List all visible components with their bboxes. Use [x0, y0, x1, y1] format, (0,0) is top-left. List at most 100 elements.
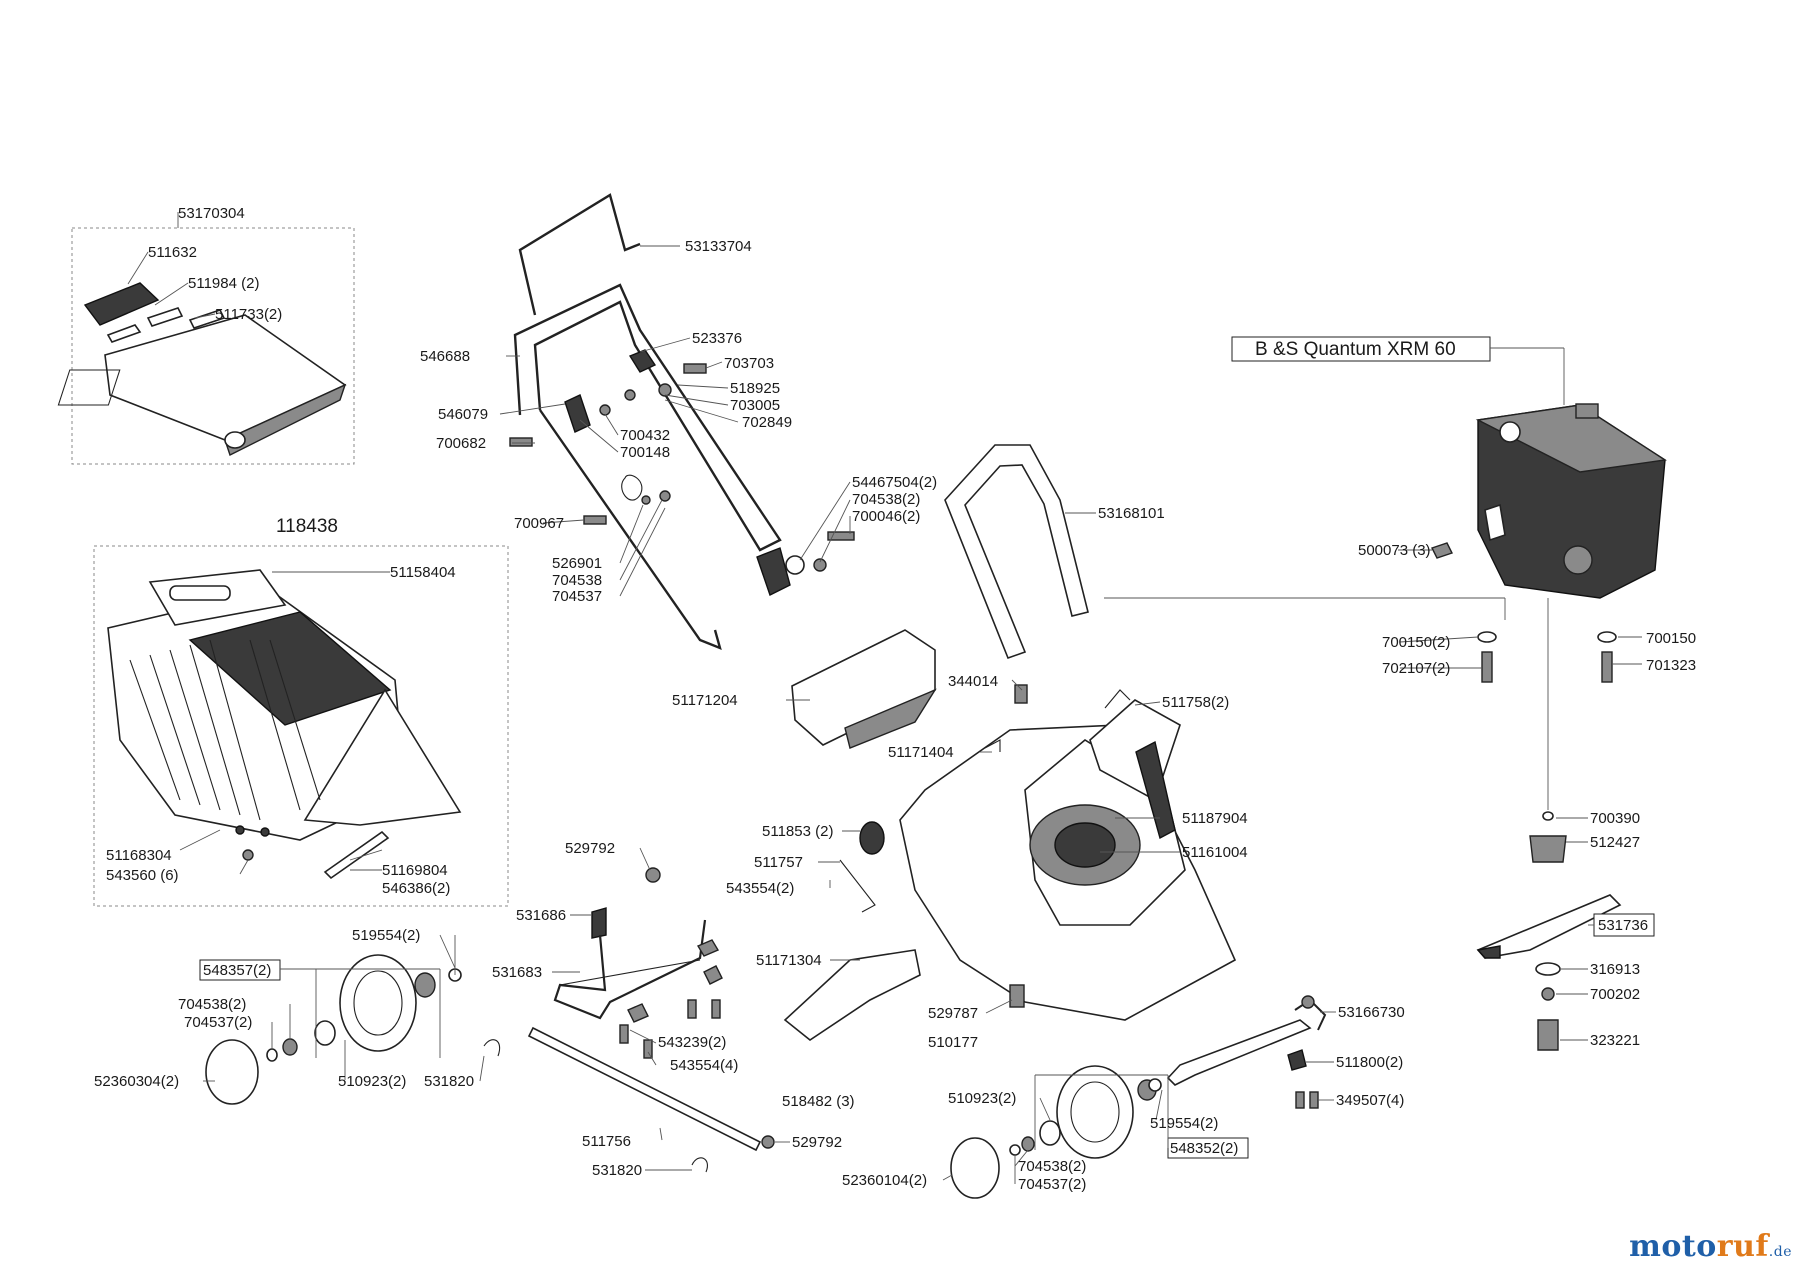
label-704537c: 704537(2) [1018, 1176, 1086, 1193]
nut-part [1431, 542, 1453, 559]
label-531686: 531686 [516, 907, 566, 924]
bail-bar [518, 193, 641, 316]
label-519554b: 519554(2) [1150, 1115, 1218, 1132]
lower-handle [539, 409, 722, 651]
watermark-part-3: .de [1768, 1244, 1792, 1260]
label-511758: 511758(2) [1162, 694, 1229, 711]
label-704537b: 704537(2) [184, 1014, 252, 1031]
label-510923a: 510923(2) [338, 1073, 406, 1090]
grass-box-lid-group: 53170304 [57, 205, 355, 465]
label-316913: 316913 [1590, 961, 1640, 978]
height-lever [553, 919, 707, 1020]
label-51161004: 51161004 [1182, 844, 1248, 861]
label-700150b: 700150 [1646, 630, 1696, 647]
label-511632: 511632 [148, 244, 197, 261]
label-704537a: 704537 [552, 588, 602, 605]
label-703703: 703703 [724, 355, 774, 372]
label-701323: 701323 [1646, 657, 1696, 674]
label-704538c: 704538(2) [178, 996, 246, 1013]
nut-part [645, 867, 661, 883]
engine-bolt [1481, 651, 1493, 683]
label-51171404: 51171404 [888, 744, 954, 761]
group-label-53170304: 53170304 [178, 205, 245, 222]
label-323221: 323221 [1590, 1032, 1640, 1049]
rod-part [323, 830, 390, 880]
label-548352: 548352(2) [1170, 1140, 1238, 1157]
label-543554b: 543554(4) [670, 1057, 738, 1074]
label-529792b: 529792 [792, 1134, 842, 1151]
rear-bail [944, 444, 1089, 660]
watermark-logo: motoruf.de [1629, 1229, 1792, 1264]
label-51187904: 51187904 [1182, 810, 1248, 827]
label-51168304: 51168304 [106, 847, 172, 864]
hub-cap-left [205, 1039, 259, 1105]
label-700682: 700682 [436, 435, 486, 452]
label-526901: 526901 [552, 555, 602, 572]
group-frame-grass-box [93, 545, 509, 907]
label-700202: 700202 [1590, 986, 1640, 1003]
blade-assembly [1476, 598, 1655, 1051]
label-523376: 523376 [692, 330, 742, 347]
engine-title: B &S Quantum XRM 60 [1255, 339, 1456, 360]
cable-clip [564, 394, 591, 433]
label-511984: 511984 (2) [188, 275, 259, 292]
mower-deck-group [783, 444, 1237, 1041]
label-704538d: 704538(2) [1018, 1158, 1086, 1175]
label-700148: 700148 [620, 444, 670, 461]
label-543554a: 543554(2) [726, 880, 794, 897]
label-543560: 543560 (6) [106, 867, 179, 884]
label-511757: 511757 [754, 854, 803, 871]
label-546079: 546079 [438, 406, 488, 423]
label-531820a: 531820 [424, 1073, 474, 1090]
label-51171304: 51171304 [756, 952, 822, 969]
label-52360304: 52360304(2) [94, 1073, 179, 1090]
wheel-cap [859, 821, 885, 855]
label-51169804: 51169804 [382, 862, 448, 879]
grass-box-lid [104, 314, 347, 441]
label-box-548357 [199, 959, 281, 981]
blade-bolt [1537, 1019, 1559, 1051]
label-702107: 702107(2) [1382, 660, 1450, 677]
label-53168101: 53168101 [1098, 505, 1165, 522]
label-703005: 703005 [730, 397, 780, 414]
label-54467504: 54467504(2) [852, 474, 937, 491]
label-529787: 529787 [928, 1005, 978, 1022]
label-531736: 531736 [1598, 917, 1648, 934]
label-512427: 512427 [1590, 834, 1640, 851]
clip-part [1287, 1049, 1307, 1071]
label-511733: 511733(2) [215, 306, 282, 323]
label-511853: 511853 (2) [762, 823, 833, 840]
handle-assembly [499, 193, 855, 651]
label-518925: 518925 [730, 380, 780, 397]
label-510923b: 510923(2) [948, 1090, 1016, 1107]
label-700150a: 700150(2) [1382, 634, 1450, 651]
label-518482: 518482 (3) [782, 1093, 855, 1110]
label-700967: 700967 [514, 515, 564, 532]
label-519554a: 519554(2) [352, 927, 420, 944]
engine-title-box [1231, 336, 1491, 362]
label-700046: 700046(2) [852, 508, 920, 525]
label-349507: 349507(4) [1336, 1092, 1404, 1109]
axle-rod [527, 1026, 762, 1152]
label-531820b: 531820 [592, 1162, 642, 1179]
label-546386: 546386(2) [382, 880, 450, 897]
label-702849: 702849 [742, 414, 792, 431]
group-label-118438: 118438 [276, 516, 338, 537]
label-51158404: 51158404 [390, 564, 456, 581]
label-529792a: 529792 [565, 840, 615, 857]
label-700390: 700390 [1590, 810, 1640, 827]
height-adjust-group [199, 847, 790, 1173]
label-704538a: 704538(2) [852, 491, 920, 508]
label-52360104: 52360104(2) [842, 1172, 927, 1189]
label-700432: 700432 [620, 427, 670, 444]
label-511800: 511800(2) [1336, 1054, 1403, 1071]
label-543239: 543239(2) [658, 1034, 726, 1051]
label-53133704: 53133704 [685, 238, 752, 255]
handle-knob [756, 547, 791, 596]
label-546688: 546688 [420, 348, 470, 365]
label-344014: 344014 [948, 673, 998, 690]
watermark-part-2: ruf [1716, 1229, 1769, 1264]
group-frame-lid [71, 227, 355, 465]
